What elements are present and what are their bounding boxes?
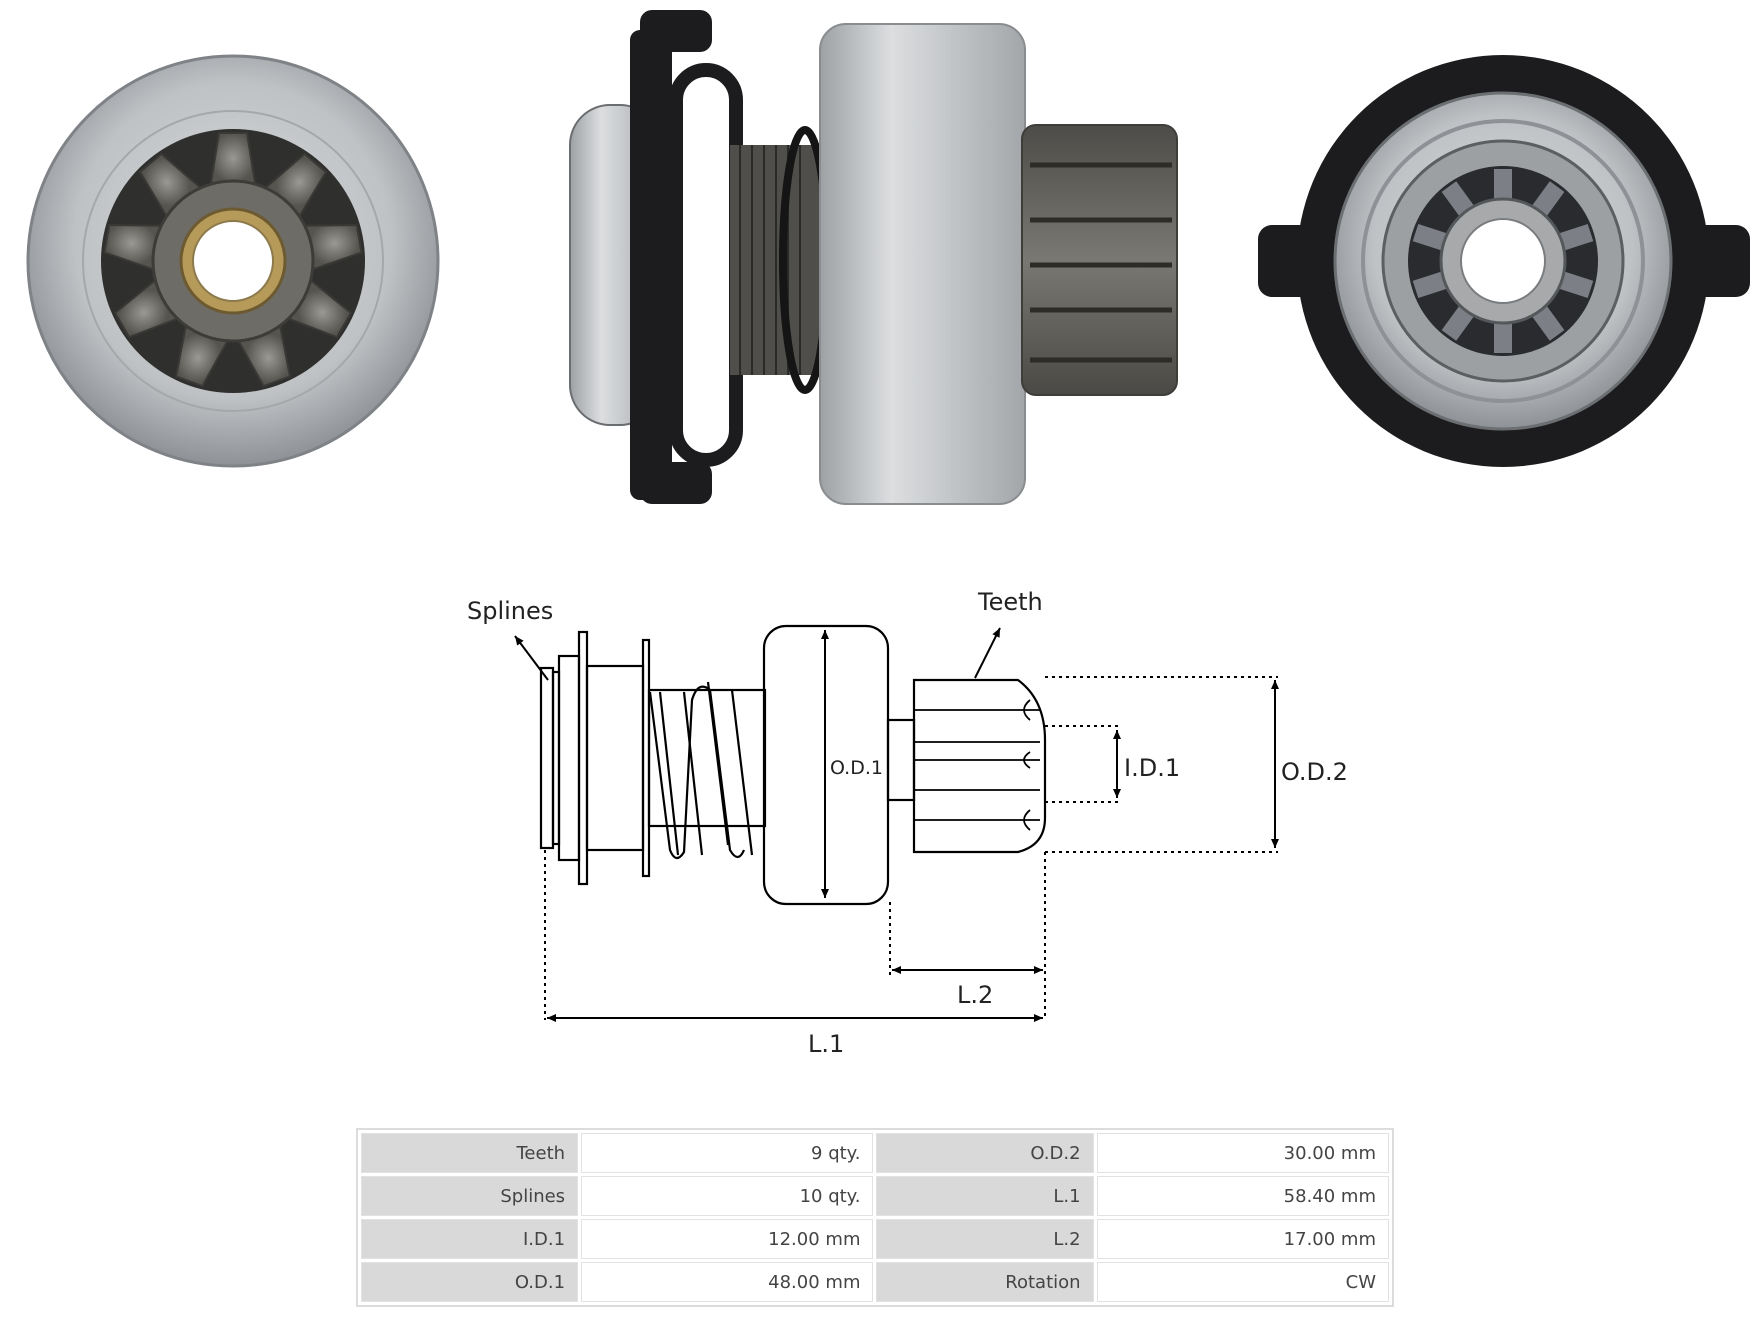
side-view (569, 10, 1178, 505)
teeth-label: Teeth (977, 588, 1043, 616)
spec-value: 10 qty. (581, 1176, 874, 1216)
table-row: I.D.1 12.00 mm L.2 17.00 mm (361, 1219, 1389, 1259)
l2-label: L.2 (957, 981, 993, 1009)
part-outline (539, 624, 1047, 906)
od1-label: O.D.1 (830, 757, 883, 779)
id1-label: I.D.1 (1124, 754, 1180, 782)
rear-view (1258, 55, 1750, 467)
spec-label: Teeth (361, 1133, 579, 1173)
pinion-gear (101, 129, 365, 393)
l1-label: L.1 (808, 1030, 844, 1058)
splines-label: Splines (467, 597, 553, 625)
product-photos (26, 10, 1750, 505)
spec-label: O.D.2 (876, 1133, 1094, 1173)
spec-value: 30.00 mm (1096, 1133, 1389, 1173)
spec-value: 17.00 mm (1096, 1219, 1389, 1259)
dimension-drawing: Splines Teeth O.D.1 I.D.1 O.D.2 L.2 L.1 (467, 588, 1348, 1058)
spec-label: L.2 (876, 1219, 1094, 1259)
spline-tooth (1441, 181, 1474, 217)
spec-label: Splines (361, 1176, 579, 1216)
spec-label: L.1 (876, 1176, 1094, 1216)
spline-tooth (1412, 271, 1447, 298)
spline-tooth (1494, 169, 1512, 199)
spec-value: 58.40 mm (1096, 1176, 1389, 1216)
dimension-arrows (514, 627, 1279, 1022)
table-row: O.D.1 48.00 mm Rotation CW (361, 1262, 1389, 1302)
spline-tooth (1412, 224, 1447, 251)
table-row: Splines 10 qty. L.1 58.40 mm (361, 1176, 1389, 1216)
extension-lines (544, 676, 1278, 1020)
od2-label: O.D.2 (1281, 758, 1348, 786)
spline-tooth (1494, 323, 1512, 353)
table-row: Teeth 9 qty. O.D.2 30.00 mm (361, 1133, 1389, 1173)
spec-table: Teeth 9 qty. O.D.2 30.00 mm Splines 10 q… (356, 1128, 1394, 1307)
spec-value: 9 qty. (581, 1133, 874, 1173)
spec-label: I.D.1 (361, 1219, 579, 1259)
spec-value: CW (1096, 1262, 1389, 1302)
spec-value: 48.00 mm (581, 1262, 874, 1302)
spline-tooth (1441, 305, 1474, 341)
spline-tooth (1559, 271, 1594, 298)
spline-tooth (1532, 181, 1565, 217)
spec-value: 12.00 mm (581, 1219, 874, 1259)
spec-label: Rotation (876, 1262, 1094, 1302)
gear-front-view (26, 54, 440, 468)
spline-tooth (1532, 305, 1565, 341)
spline-tooth (1559, 224, 1594, 251)
spec-label: O.D.1 (361, 1262, 579, 1302)
